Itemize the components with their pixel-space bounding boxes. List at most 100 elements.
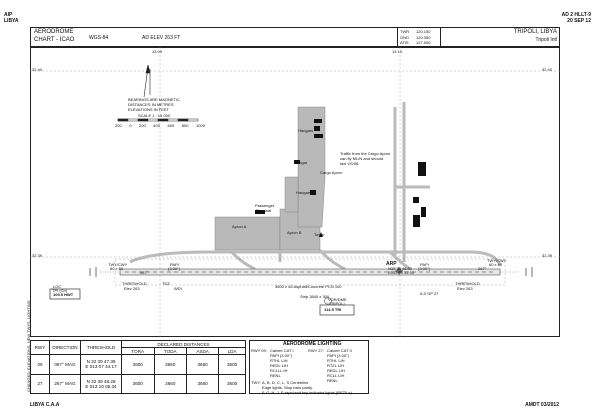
label-terminal-2: Terminal xyxy=(256,208,272,213)
runway-09-27 xyxy=(100,258,520,286)
label-apron-b: Apron B xyxy=(287,230,302,235)
lighting-rwy09-label: RWY 09: xyxy=(251,348,267,353)
threshold-lat: N 32 39 48.26 xyxy=(86,378,116,384)
frequency-table: TWR 120.150 GND 120.350 ATIS 127.900 xyxy=(397,28,441,46)
loc-frequency-box xyxy=(49,288,81,300)
col-header-rwy: RWY xyxy=(30,340,50,355)
grid-label: 13 10 xyxy=(392,49,403,54)
lighting-item: RTHL LIH xyxy=(327,358,345,363)
lighting-rwy09-list: Calvert CAT I PAPI (3.00°) RTHL LIH REDL… xyxy=(270,348,294,378)
lighting-item: Calvert CAT II xyxy=(327,348,352,353)
cell-asda: 3660 xyxy=(186,373,220,394)
scale-bar xyxy=(117,118,199,122)
label-arp: ARP xyxy=(386,261,397,267)
map-frame xyxy=(30,47,560,337)
cell-asda: 3660 xyxy=(186,354,220,375)
lighting-rwy27-list: Calvert CAT II PAPI (3.00°) RTHL LIH RTZ… xyxy=(327,348,352,383)
scale-tick: 800 xyxy=(181,123,189,128)
datum-label: WGS-84 xyxy=(89,35,109,41)
arp-icon xyxy=(395,267,403,275)
elevation-label: AD ELEV 263 FT xyxy=(142,35,181,41)
page-date: 20 SEP 12 xyxy=(567,18,591,24)
lighting-twy-line: A, B, D, C, L, S Centreline xyxy=(262,380,309,385)
scale-tick: 0 xyxy=(129,123,132,128)
graticule xyxy=(30,47,560,337)
freq-value-atis: 127.900 xyxy=(416,40,431,45)
lighting-item: RENL xyxy=(270,373,281,378)
vor-icon xyxy=(323,297,333,305)
buildings xyxy=(255,119,426,227)
scale-tick: 200 xyxy=(139,123,146,128)
cell-lda: 3600 xyxy=(218,354,246,375)
grid-label: 32 39 xyxy=(32,253,43,258)
lighting-twy-line: F, G, H, J, E rapid exit twy indicator l… xyxy=(262,390,352,395)
lighting-rwy27-label: RWY 27: xyxy=(308,348,324,353)
aerodrome-lighting-panel xyxy=(249,340,369,394)
scale-tick: 200 xyxy=(115,123,122,128)
approach-lights xyxy=(89,267,533,277)
cell-toda: 3660 xyxy=(153,354,188,375)
tower-icon xyxy=(319,232,323,237)
vor-frequency: 114.5 TRI xyxy=(324,307,342,312)
aerodrome-map xyxy=(30,47,560,337)
freq-label-gnd: GND xyxy=(400,35,409,40)
terminal-apron-link xyxy=(284,176,299,213)
col-header-toda: TODA xyxy=(153,347,188,355)
papi-left-deg: (3.00°) xyxy=(168,266,181,271)
bearing-note-line3: ELEVATIONS IN FEET xyxy=(128,107,169,112)
lighting-item: PAPI (3.00°) xyxy=(327,353,349,358)
label-hangars-2: Hangars xyxy=(296,190,312,195)
label-twy-right-dim: 60 x 60 xyxy=(489,262,503,267)
cell-direction: 267° MAG xyxy=(49,373,81,394)
grid-label: 32 40 xyxy=(542,67,553,72)
arp-coord-1: N32 39 48.00 xyxy=(388,266,413,271)
papi-right: PAPI xyxy=(420,262,429,267)
lighting-item: Calvert CAT I xyxy=(270,348,294,353)
lighting-item: RENL xyxy=(327,378,338,383)
col-header-tora: TORA xyxy=(121,347,155,355)
lighting-title: AERODROME LIGHTING xyxy=(283,341,342,347)
chart-title-line1: AERODROME xyxy=(34,29,74,35)
papi-left: PAPI xyxy=(170,262,179,267)
arp-coord-2: E013 09 31.00 xyxy=(388,270,415,275)
scale-tick: 1000 xyxy=(196,123,205,128)
label-hangar: Hangar xyxy=(294,160,308,165)
runway-surface-label: 3600 x 45 Asphalt/Concrete PCN 100 xyxy=(275,284,342,289)
heading-left: 087° xyxy=(140,270,149,275)
threshold-right-2: Elev 263 xyxy=(457,286,473,291)
threshold-lat: N 32 39 47.39 xyxy=(86,359,116,365)
col-header-threshold: THRESHOLD xyxy=(80,340,122,355)
label-terminal-1: Passenger xyxy=(255,203,275,208)
cell-lda: 3600 xyxy=(218,373,246,394)
north-arrow-icon xyxy=(143,64,151,98)
papi-right-deg: (3.00°) xyxy=(418,266,431,271)
changes-note: CHANGES: ELEVATIONS, NEW TWYS, LIGHTING xyxy=(26,300,31,392)
cell-toda: 3660 xyxy=(153,373,188,394)
col-header-asda: ASDA xyxy=(186,347,220,355)
chart-header xyxy=(30,27,560,47)
lighting-item: RTZL LIH xyxy=(327,363,345,368)
scale-ticks: 200 0 200 400 600 800 1000 xyxy=(115,123,205,128)
threshold-left-2: Elev 263 xyxy=(124,286,140,291)
label-twy-left-dim: 60 x 60 xyxy=(110,266,124,271)
cell-rwy: 09 xyxy=(30,354,50,375)
lighting-item: RCLLL IH xyxy=(270,368,288,373)
label-cargo-apron: Cargo Apron xyxy=(320,170,343,175)
loc-label-2: TPI (Ch) xyxy=(52,288,68,293)
footer-amendment: AMDT 03/2012 xyxy=(525,402,559,408)
heading-right: 267° xyxy=(478,266,487,271)
cell-tora: 3600 xyxy=(121,373,155,394)
label-twy-left: TWY/CWY xyxy=(108,262,128,267)
lighting-twy-label: TWY: xyxy=(251,380,261,385)
threshold-lon: E 013 10 05.34 xyxy=(85,383,117,389)
label-twy-right: TWY/CWY xyxy=(487,258,507,263)
bearing-note-line1: BEARINGS ARE MAGNETIC xyxy=(128,97,181,102)
col-header-direction: DIRECTION xyxy=(49,340,81,355)
declared-distances-table: RWY DIRECTION THRESHOLD DECLARED DISTANC… xyxy=(30,340,246,394)
grid-label: 32 40 xyxy=(32,67,43,72)
label-apron-a: Apron A xyxy=(232,224,247,229)
lighting-twy-line: Edge lights. Stop bars parity. xyxy=(262,385,313,390)
chart-title-line2: CHART - ICAO xyxy=(34,37,75,43)
